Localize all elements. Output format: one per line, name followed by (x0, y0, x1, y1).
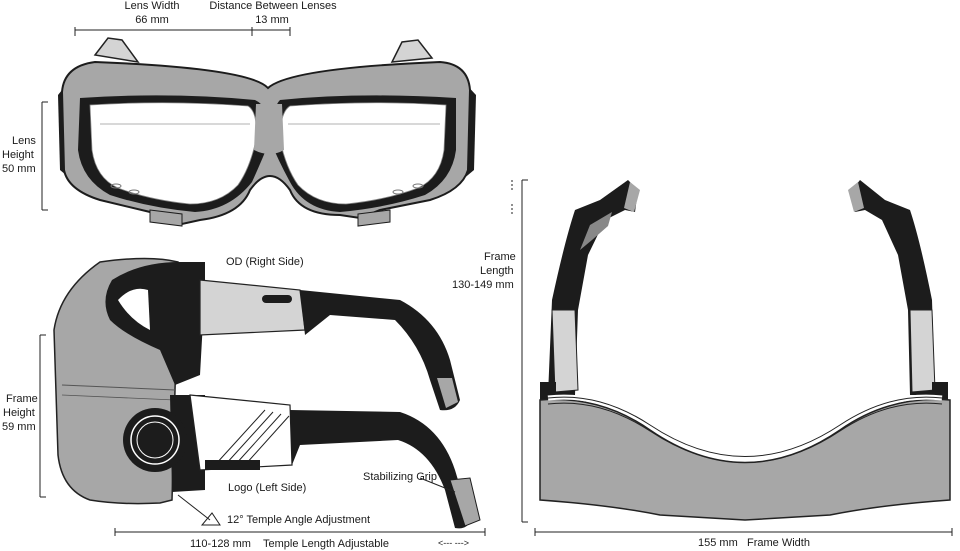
front-nose-bridge (254, 104, 284, 154)
top-dimension-lines (511, 179, 953, 536)
side-view-goggles (53, 257, 481, 529)
temple-length-label: Temple Length Adjustable (263, 538, 389, 550)
lens-width-label: Lens Width (124, 0, 180, 12)
front-left-pad (149, 209, 183, 227)
frame-width-value: 155 mm (698, 537, 738, 549)
od-slot (262, 295, 292, 303)
lens-height-label-2: Height (2, 149, 34, 161)
top-view-goggles (539, 180, 951, 521)
frame-width-label: Frame Width (747, 537, 810, 549)
front-right-temple (390, 39, 434, 63)
grip-label: Stabilizing Grip (363, 471, 437, 483)
frame-length-label-1: Frame (484, 251, 516, 263)
side-hinge-circle (123, 408, 187, 472)
lens-height-label-1: Lens (12, 135, 36, 147)
od-temple-cover (199, 279, 306, 336)
bridge-value: 13 mm (255, 14, 289, 26)
frame-length-value: 130-149 mm (452, 279, 514, 291)
temple-adjust-arrows: <--- ---> (438, 538, 469, 548)
frame-height-label-1: Frame (6, 393, 38, 405)
front-dimension-lines (41, 27, 291, 211)
temple-length-value: 110-128 mm (190, 538, 251, 550)
bridge-label: Distance Between Lenses (209, 0, 337, 12)
top-frame-body (539, 398, 951, 521)
frame-height-value: 59 mm (2, 421, 36, 433)
logo-label: Logo (Left Side) (228, 482, 307, 494)
lens-height-value: 50 mm (2, 163, 36, 175)
frame-length-label-2: Length (480, 265, 514, 277)
frame-height-label-2: Height (3, 407, 35, 419)
front-view-goggles (58, 37, 476, 227)
stabilizing-grip (449, 477, 481, 527)
front-right-pad (357, 209, 391, 227)
angle-icon (200, 512, 221, 526)
side-dimension-lines (39, 334, 486, 536)
od-label: OD (Right Side) (226, 256, 304, 268)
front-left-temple (93, 37, 140, 64)
logo-temple-arm (290, 410, 470, 529)
lens-width-value: 66 mm (135, 14, 169, 26)
top-left-hinge-cover (551, 309, 579, 393)
od-temple-arm (300, 290, 460, 411)
angle-label: 12° Temple Angle Adjustment (227, 514, 371, 526)
top-right-hinge-cover (909, 309, 936, 393)
